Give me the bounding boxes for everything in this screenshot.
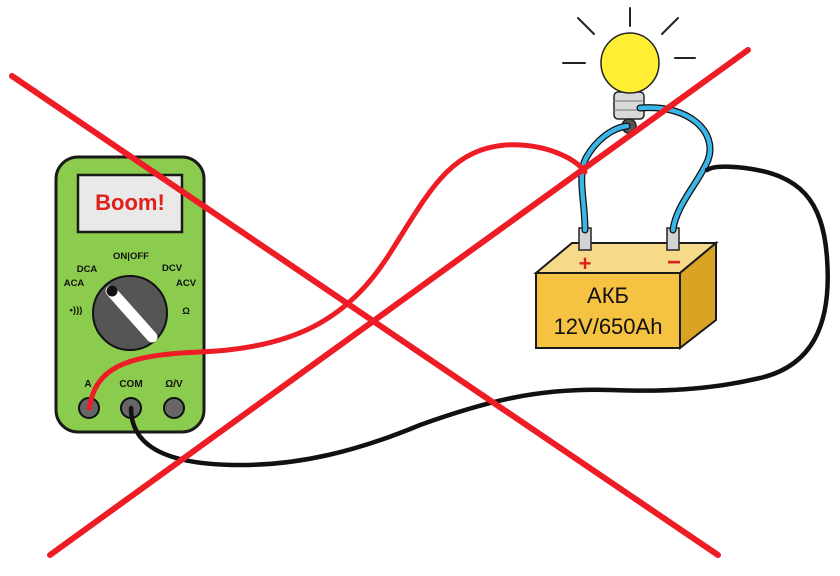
battery-front bbox=[535, 272, 681, 349]
wire-black bbox=[128, 164, 830, 468]
bulb-glass bbox=[600, 32, 660, 94]
multimeter-display bbox=[76, 173, 184, 234]
cross-line-1 bbox=[9, 73, 721, 558]
bulb-rays bbox=[562, 7, 696, 64]
battery-plus-sign: + bbox=[579, 251, 592, 276]
dial-label-on-off: ON|OFF bbox=[113, 251, 149, 262]
wire-red bbox=[86, 142, 588, 411]
dial-label-dcv: DCV bbox=[162, 263, 183, 274]
dial-label-sound: •))) bbox=[70, 305, 83, 316]
battery-icon: + − АКБ 12V/650Ah bbox=[533, 227, 719, 351]
light-bulb-icon bbox=[562, 7, 696, 134]
display-text: Boom! bbox=[95, 190, 165, 215]
dial-label-ohm: Ω bbox=[182, 306, 190, 317]
wires bbox=[86, 104, 830, 468]
port-ohm-v[interactable] bbox=[163, 397, 185, 419]
dial-label-acv: ACV bbox=[176, 278, 197, 289]
dial-knob-icon[interactable] bbox=[92, 275, 168, 351]
battery-name: АКБ bbox=[587, 283, 629, 308]
port-label-a: A bbox=[84, 379, 91, 390]
cross-line-2 bbox=[47, 47, 751, 558]
port-label-com: COM bbox=[119, 379, 142, 390]
battery-minus-sign: − bbox=[667, 249, 681, 276]
port-label-ohm-v: Ω/V bbox=[165, 379, 183, 390]
battery-spec: 12V/650Ah bbox=[554, 314, 663, 339]
multimeter-icon: Boom! ON|OFF DCA DCV ACA ACV •))) Ω A CO… bbox=[54, 155, 206, 434]
cross-out-icon bbox=[9, 47, 751, 558]
dial-label-aca: ACA bbox=[64, 278, 85, 289]
dial-label-dca: DCA bbox=[77, 264, 98, 275]
